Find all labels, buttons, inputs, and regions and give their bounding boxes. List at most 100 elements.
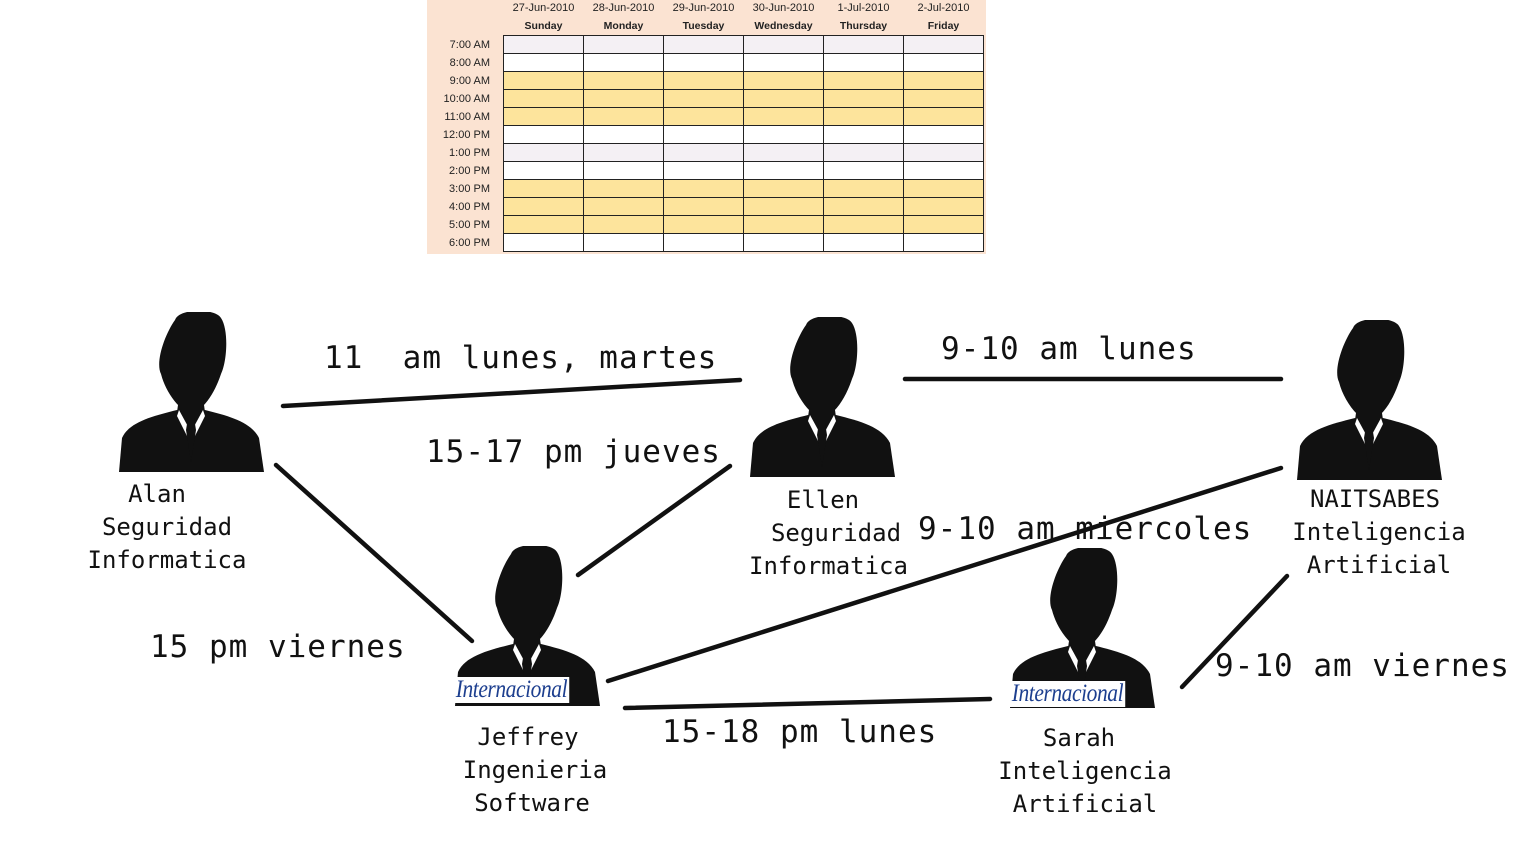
schedule-cell bbox=[663, 71, 744, 90]
schedule-cell bbox=[743, 161, 824, 180]
person-label-jeffrey: Jeffrey Ingenieria Software bbox=[447, 721, 623, 820]
person-label-ellen: Ellen Seguridad Informatica bbox=[748, 484, 924, 583]
schedule-row: 12:00 PM bbox=[427, 125, 984, 144]
schedule-cell bbox=[583, 233, 664, 252]
person-area: Ingenieria bbox=[462, 756, 608, 784]
schedule-cell bbox=[583, 35, 664, 54]
schedule-cell bbox=[503, 89, 584, 108]
time-label: 12:00 PM bbox=[442, 128, 490, 141]
edge-line-jeffrey-sarah bbox=[622, 696, 993, 711]
person-naitsabes bbox=[1297, 320, 1442, 480]
date-header: 29-Jun-2010 bbox=[672, 2, 735, 14]
schedule-cell bbox=[583, 107, 664, 126]
schedule-row: 5:00 PM bbox=[427, 215, 984, 234]
schedule-cell bbox=[583, 53, 664, 72]
schedule-cell bbox=[503, 35, 584, 54]
time-label: 6:00 PM bbox=[449, 236, 490, 249]
schedule-cell bbox=[663, 215, 744, 234]
schedule-cell bbox=[663, 125, 744, 144]
schedule-cell bbox=[663, 161, 744, 180]
schedule-table: 27-Jun-2010 28-Jun-2010 29-Jun-2010 30-J… bbox=[427, 0, 986, 254]
time-label: 8:00 AM bbox=[449, 56, 490, 69]
schedule-cell bbox=[503, 161, 584, 180]
day-header: Friday bbox=[927, 20, 960, 32]
date-header: 30-Jun-2010 bbox=[752, 2, 815, 14]
person-name: Jeffrey bbox=[477, 723, 579, 751]
schedule-cell bbox=[743, 179, 824, 198]
person-area: Informatica bbox=[749, 552, 908, 580]
schedule-body: 7:00 AM 8:00 AM 9:00 AM 10:00 AM 11:00 AM 12:… bbox=[427, 35, 984, 252]
date-header: 2-Jul-2010 bbox=[917, 2, 970, 14]
schedule-cell bbox=[743, 233, 824, 252]
person-alan bbox=[119, 312, 264, 472]
schedule-cell bbox=[583, 161, 664, 180]
schedule-cell bbox=[503, 233, 584, 252]
person-name: Alan bbox=[128, 480, 186, 508]
time-label: 10:00 AM bbox=[443, 92, 490, 105]
schedule-cell bbox=[743, 143, 824, 162]
day-header: Sunday bbox=[524, 20, 563, 32]
schedule-cell bbox=[663, 233, 744, 252]
schedule-cell bbox=[743, 53, 824, 72]
time-label: 5:00 PM bbox=[449, 218, 490, 231]
schedule-row: 3:00 PM bbox=[427, 179, 984, 198]
person-ellen bbox=[750, 317, 895, 477]
person-area: Seguridad bbox=[101, 513, 233, 541]
schedule-cell bbox=[903, 161, 984, 180]
person-area: Inteligencia bbox=[998, 757, 1172, 785]
businessman-silhouette-icon bbox=[750, 317, 895, 477]
edge-label-alan-jeffrey: 15 pm viernes bbox=[150, 629, 406, 665]
schedule-cell bbox=[663, 107, 744, 126]
schedule-cell bbox=[823, 179, 904, 198]
schedule-row: 7:00 AM bbox=[427, 35, 984, 54]
date-header: 28-Jun-2010 bbox=[592, 2, 655, 14]
edge-label-jeffrey-naitsabes: 9-10 am miercoles bbox=[918, 511, 1253, 547]
date-header: 27-Jun-2010 bbox=[512, 2, 575, 14]
date-header: 1-Jul-2010 bbox=[837, 2, 890, 14]
schedule-cell bbox=[663, 197, 744, 216]
schedule-cell bbox=[903, 53, 984, 72]
edge-line-ellen-jeffrey bbox=[575, 463, 733, 578]
schedule-cell bbox=[583, 71, 664, 90]
schedule-cell bbox=[823, 71, 904, 90]
person-area: Software bbox=[474, 789, 590, 817]
schedule-row: 11:00 AM bbox=[427, 107, 984, 126]
schedule-grid: 27-Jun-2010 28-Jun-2010 29-Jun-2010 30-J… bbox=[427, 0, 984, 252]
schedule-cell bbox=[903, 197, 984, 216]
edge-label-alan-ellen: 11 am lunes, martes bbox=[324, 340, 718, 376]
edge-label-naitsabes-sarah: 9-10 am viernes bbox=[1215, 648, 1510, 684]
schedule-cell bbox=[823, 143, 904, 162]
internacional-badge: Internacional bbox=[454, 676, 569, 703]
internacional-badge: Internacional bbox=[1010, 680, 1125, 707]
person-area: Seguridad bbox=[770, 519, 902, 547]
person-name: NAITSABES bbox=[1309, 485, 1441, 513]
schedule-cell bbox=[823, 53, 904, 72]
schedule-cell bbox=[583, 89, 664, 108]
edge-line-alan-ellen bbox=[280, 377, 743, 409]
schedule-row: 9:00 AM bbox=[427, 71, 984, 90]
time-label: 2:00 PM bbox=[449, 164, 490, 177]
schedule-row: 6:00 PM bbox=[427, 233, 984, 252]
day-header: Tuesday bbox=[682, 20, 725, 32]
schedule-row: 1:00 PM bbox=[427, 143, 984, 162]
schedule-cell bbox=[823, 125, 904, 144]
day-header-row: Sunday Monday Tuesday Wednesday Thursday… bbox=[427, 17, 984, 36]
edge-label-ellen-naitsabes: 9-10 am lunes bbox=[941, 331, 1197, 367]
schedule-cell bbox=[663, 89, 744, 108]
edge-line-alan-jeffrey bbox=[273, 462, 475, 644]
person-name: Ellen bbox=[786, 486, 860, 514]
time-label: 3:00 PM bbox=[449, 182, 490, 195]
businessman-silhouette-icon bbox=[119, 312, 264, 472]
schedule-row: 4:00 PM bbox=[427, 197, 984, 216]
schedule-cell bbox=[583, 197, 664, 216]
schedule-row: 10:00 AM bbox=[427, 89, 984, 108]
time-label: 7:00 AM bbox=[449, 38, 490, 51]
person-area: Informatica bbox=[87, 546, 247, 574]
businessman-silhouette-icon bbox=[1297, 320, 1442, 480]
person-label-alan: Alan Seguridad Informatica bbox=[79, 478, 255, 577]
schedule-cell bbox=[583, 215, 664, 234]
schedule-cell bbox=[503, 215, 584, 234]
schedule-row: 2:00 PM bbox=[427, 161, 984, 180]
edge-line-jeffrey-naitsabes bbox=[605, 465, 1284, 684]
